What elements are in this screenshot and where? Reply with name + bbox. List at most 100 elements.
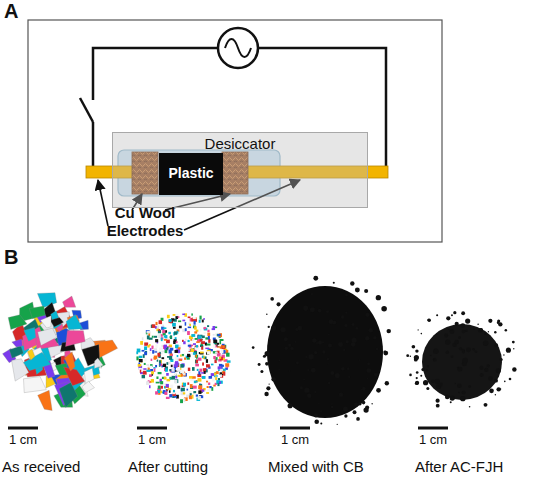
plastic-bit bbox=[206, 392, 209, 394]
plastic-flake bbox=[59, 382, 78, 407]
plastic-bit bbox=[190, 353, 193, 355]
plastic-flake bbox=[12, 339, 22, 347]
plastic-bit bbox=[197, 369, 199, 371]
plastic-bit bbox=[147, 345, 149, 347]
plastic-bit bbox=[198, 385, 202, 389]
black-grain bbox=[458, 336, 461, 339]
plastic-bit bbox=[201, 341, 205, 344]
plastic-bit bbox=[188, 327, 191, 329]
black-grain bbox=[337, 424, 338, 425]
plastic-bit bbox=[202, 356, 204, 358]
plastic-bit bbox=[178, 350, 180, 353]
plastic-bit bbox=[152, 336, 154, 338]
black-grain bbox=[374, 373, 378, 377]
black-grain bbox=[454, 340, 458, 344]
plastic-bit bbox=[195, 354, 197, 357]
black-grain bbox=[318, 340, 322, 344]
plastic-bit bbox=[191, 313, 193, 315]
plastic-bit bbox=[166, 373, 169, 376]
plastic-bit bbox=[214, 345, 216, 348]
plastic-bit bbox=[166, 384, 169, 387]
plastic-bit bbox=[202, 389, 204, 391]
plastic-bit bbox=[213, 326, 216, 329]
black-grain bbox=[503, 354, 504, 355]
sine-wave bbox=[225, 39, 251, 57]
plastic-bit bbox=[150, 348, 152, 351]
black-grain bbox=[423, 380, 428, 385]
plastic-bit bbox=[190, 379, 193, 381]
black-grain bbox=[460, 396, 465, 401]
plastic-bit bbox=[196, 380, 198, 383]
plastic-bit bbox=[194, 351, 197, 354]
plastic-bit bbox=[190, 339, 192, 341]
black-grain bbox=[288, 343, 291, 346]
plastic-bit bbox=[213, 356, 216, 359]
black-grain bbox=[266, 386, 270, 390]
black-grain bbox=[326, 310, 329, 313]
plastic-bit bbox=[174, 396, 177, 398]
plastic-bit bbox=[142, 375, 145, 378]
black-grain bbox=[371, 403, 372, 404]
black-grain bbox=[438, 383, 442, 387]
plastic-bit bbox=[227, 360, 231, 362]
black-grain bbox=[488, 331, 489, 332]
black-grain bbox=[415, 381, 419, 385]
plastic-bit bbox=[183, 383, 186, 387]
black-grain bbox=[477, 324, 479, 326]
plastic-bit bbox=[198, 390, 201, 394]
plastic-bit bbox=[171, 369, 175, 373]
black-grain bbox=[345, 294, 348, 297]
plastic-bit bbox=[175, 357, 179, 361]
plastic-bit bbox=[171, 365, 173, 367]
plastic-bit bbox=[190, 384, 193, 388]
black-grain bbox=[448, 328, 450, 330]
plastic-bit bbox=[170, 348, 174, 351]
black-grain bbox=[344, 324, 347, 327]
black-grain bbox=[444, 334, 448, 338]
plastic-bit bbox=[158, 386, 161, 389]
black-grain bbox=[353, 410, 357, 414]
plastic-bit bbox=[177, 386, 180, 389]
plastic-bit bbox=[185, 339, 187, 341]
plastic-bit bbox=[155, 391, 158, 394]
plastic-bit bbox=[151, 346, 153, 350]
plastic-bit bbox=[207, 333, 210, 336]
plastic-bit bbox=[216, 371, 219, 374]
plastic-bit bbox=[198, 397, 201, 400]
photo-caption: After AC-FJH bbox=[415, 458, 533, 476]
plastic-bit bbox=[224, 366, 226, 369]
plastic-bit bbox=[183, 398, 185, 402]
black-grain bbox=[505, 329, 508, 332]
callout-label: Cu Wool Electrodes bbox=[95, 204, 195, 240]
plastic-bit bbox=[193, 343, 196, 345]
black-grain bbox=[436, 404, 440, 408]
black-grain bbox=[428, 320, 430, 322]
black-grain bbox=[376, 295, 381, 300]
wire bbox=[92, 122, 95, 167]
plastic-bit bbox=[168, 388, 172, 390]
plastic-bit bbox=[155, 344, 157, 348]
plastic-bit bbox=[198, 396, 201, 398]
black-grain bbox=[465, 318, 470, 323]
plastic-bit bbox=[188, 348, 190, 351]
black-grain bbox=[322, 341, 324, 343]
plastic-bit bbox=[206, 369, 208, 372]
plastic-bit bbox=[191, 334, 195, 337]
black-grain bbox=[340, 394, 343, 397]
black-grain bbox=[436, 399, 440, 403]
black-grain bbox=[311, 293, 313, 295]
plastic-bit bbox=[161, 386, 163, 389]
black-grain bbox=[509, 378, 512, 381]
plastic-bit bbox=[200, 339, 203, 342]
plastic-flake bbox=[23, 352, 50, 370]
black-grain bbox=[343, 349, 345, 351]
plastic-bit bbox=[172, 376, 175, 380]
black-grain bbox=[455, 322, 459, 326]
plastic-bit bbox=[167, 379, 171, 381]
black-grain bbox=[310, 307, 315, 312]
black-grain bbox=[445, 395, 450, 400]
plastic-bit bbox=[162, 377, 166, 379]
black-grain bbox=[457, 367, 459, 369]
plastic-bit bbox=[182, 320, 185, 322]
plastic-flake bbox=[29, 306, 45, 318]
